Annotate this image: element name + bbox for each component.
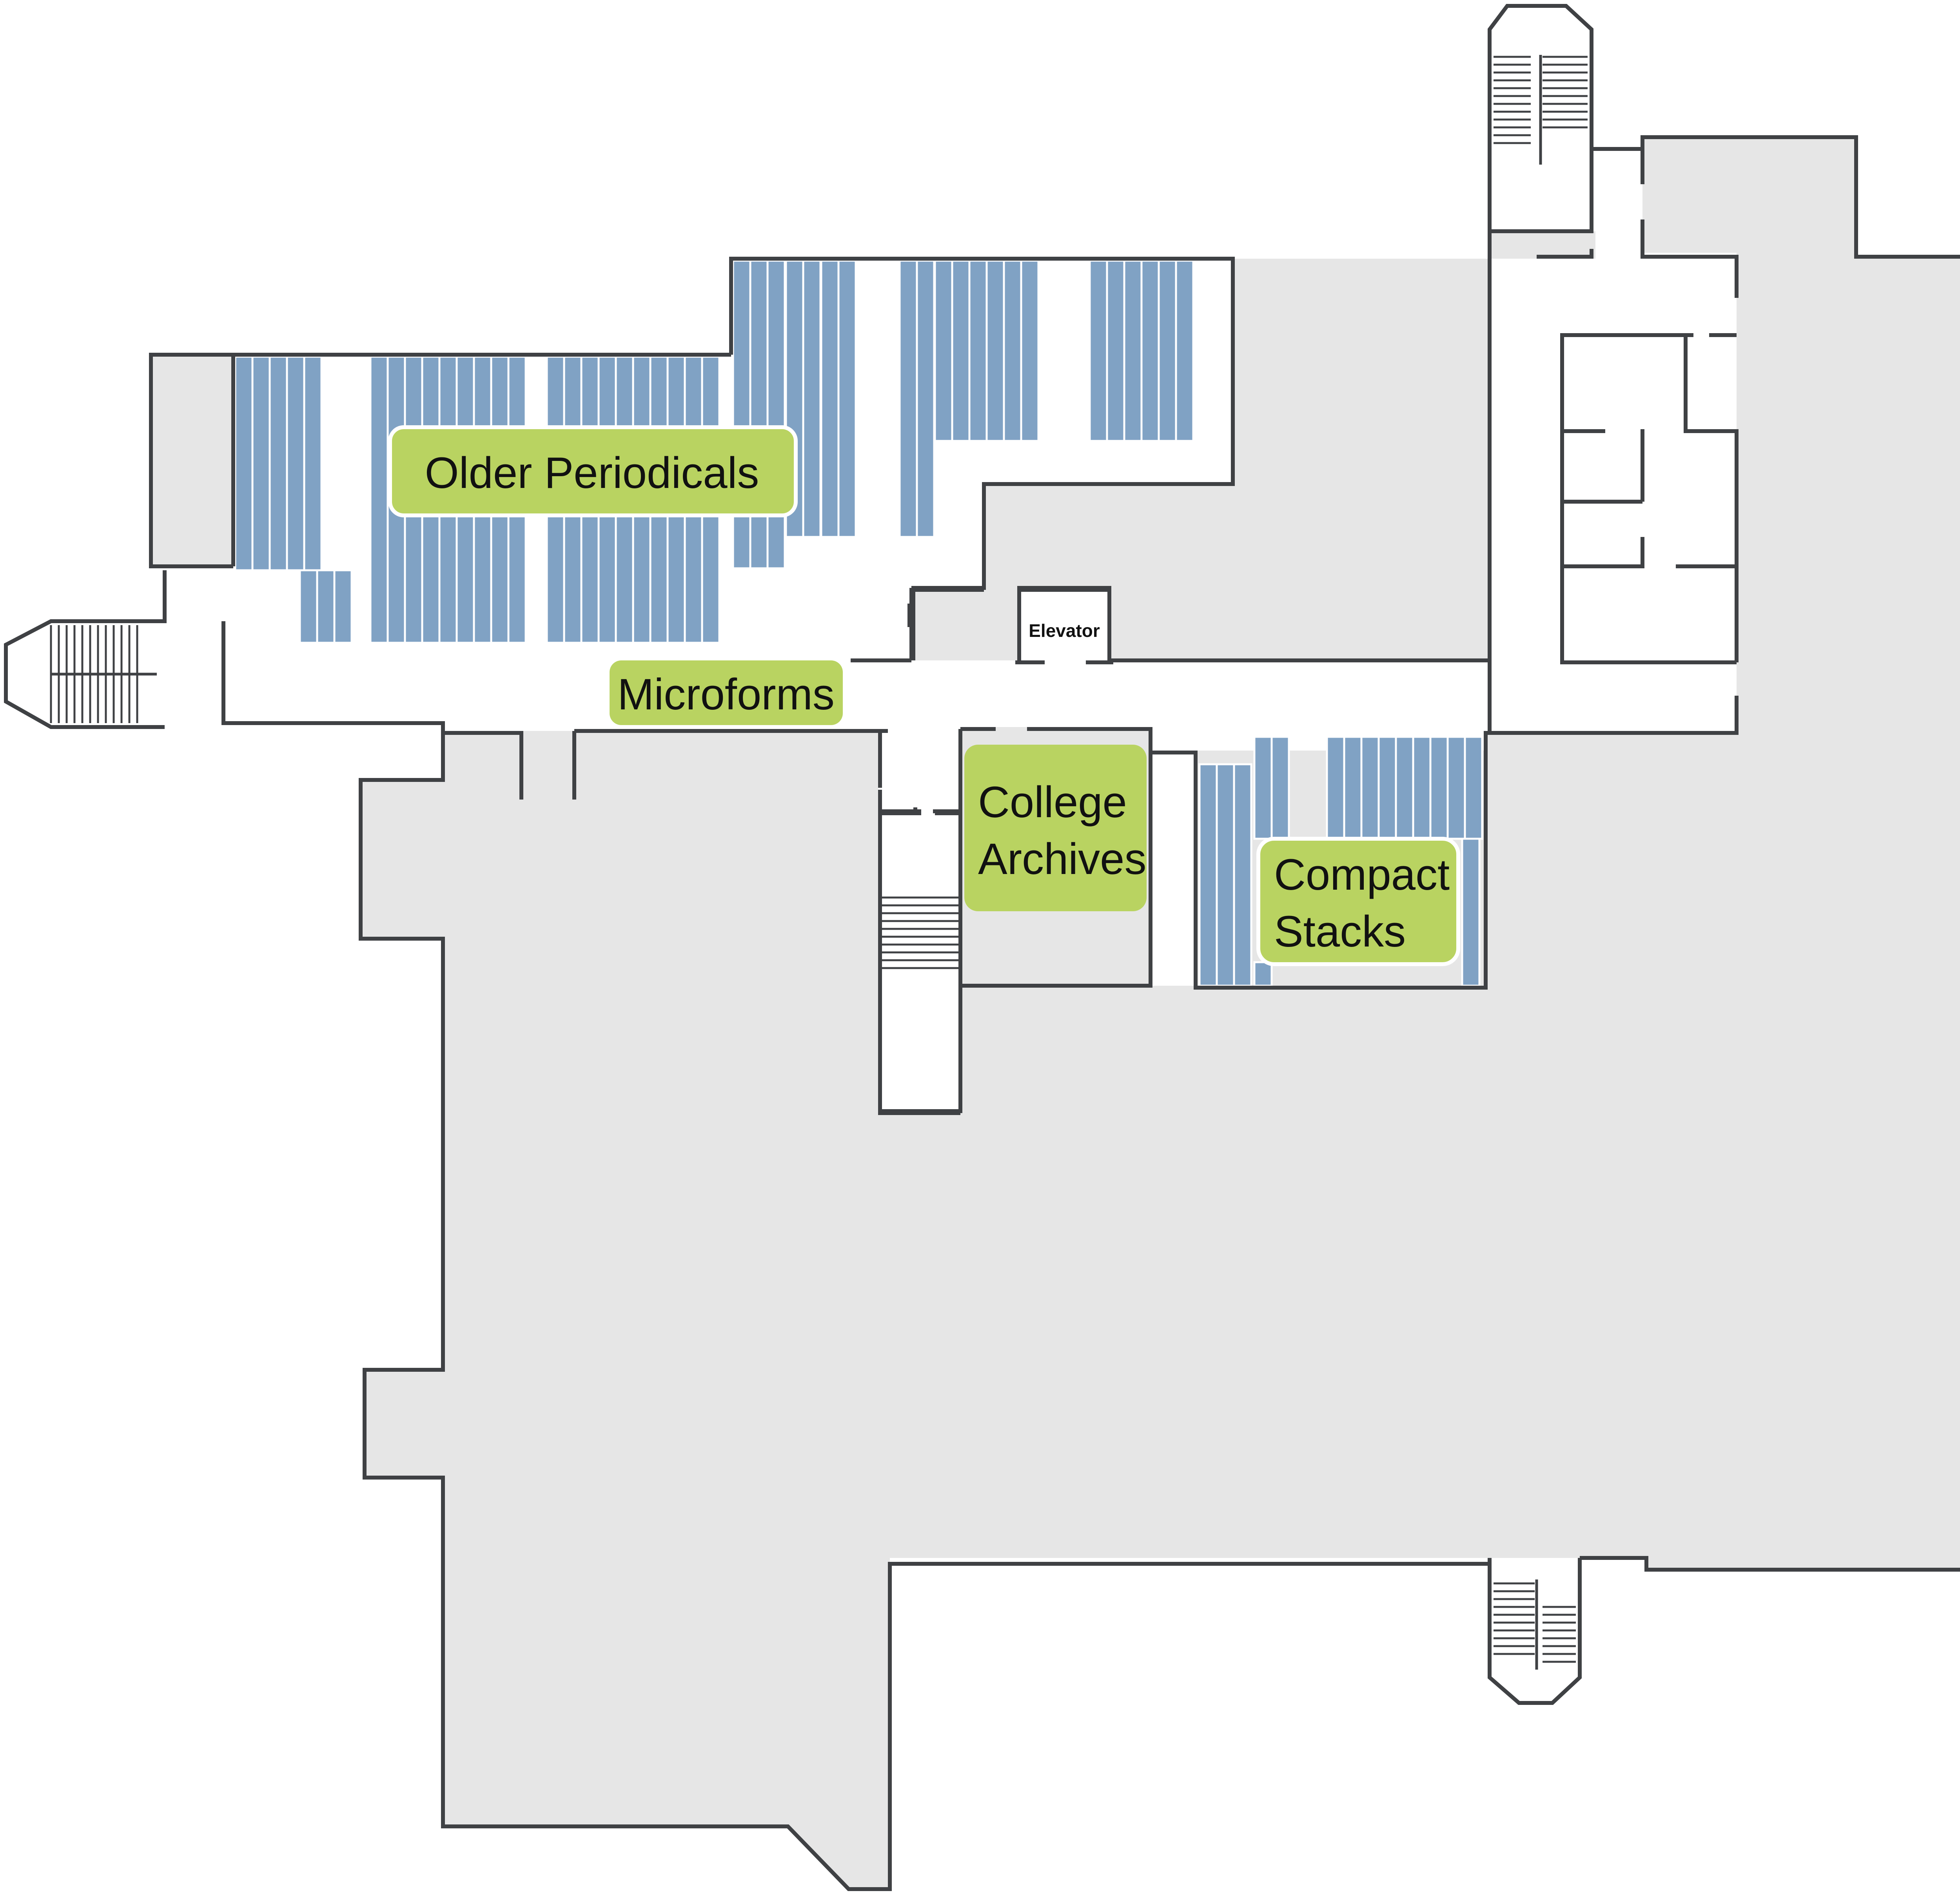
shelf-unit bbox=[1429, 736, 1449, 840]
shelf-unit bbox=[234, 355, 254, 571]
upper-right-strip bbox=[1490, 231, 1595, 259]
walls bbox=[4, 4, 1960, 1891]
older-periodicals-label: Older Periodicals bbox=[388, 425, 798, 517]
shelf-unit bbox=[934, 259, 953, 442]
shelf-unit bbox=[820, 259, 840, 538]
college-archives-label: College Archives bbox=[964, 745, 1147, 911]
shelf-unit bbox=[1003, 259, 1022, 442]
shelf-unit bbox=[1233, 763, 1252, 987]
shelf-unit bbox=[1360, 736, 1380, 840]
shelf-unit bbox=[1464, 736, 1483, 840]
shelf-unit bbox=[333, 569, 353, 644]
stairs-archives bbox=[882, 896, 958, 969]
shelf-unit bbox=[1175, 259, 1194, 442]
svg-text:Older Periodicals: Older Periodicals bbox=[425, 448, 759, 497]
shelf-unit bbox=[1158, 259, 1177, 442]
shelf-unit bbox=[316, 569, 336, 644]
shelf-unit bbox=[1123, 259, 1143, 442]
shelf-unit bbox=[303, 355, 323, 571]
shelf-unit bbox=[1446, 736, 1466, 840]
shelf-unit bbox=[985, 259, 1005, 442]
shelf-unit bbox=[1020, 259, 1040, 442]
shelf-unit bbox=[1216, 763, 1235, 987]
shelf-unit bbox=[749, 259, 769, 569]
left-storage-room bbox=[151, 355, 233, 566]
elevator bbox=[1015, 588, 1113, 664]
shelf-unit bbox=[732, 259, 751, 569]
shelf-unit bbox=[1106, 259, 1125, 442]
shelf-unit bbox=[1253, 961, 1273, 987]
stairs-left bbox=[50, 625, 157, 723]
microforms-label: Microforms bbox=[610, 660, 843, 725]
shelf-unit bbox=[1089, 259, 1108, 442]
shelf-unit bbox=[1140, 259, 1160, 442]
upper-right-gray-area bbox=[913, 259, 1490, 660]
svg-text:College: College bbox=[978, 778, 1127, 827]
elevator-label: Elevator bbox=[1029, 620, 1100, 641]
shelf-unit bbox=[251, 355, 271, 571]
shelf-unit bbox=[1270, 736, 1290, 840]
svg-text:Microforms: Microforms bbox=[617, 670, 835, 719]
main-floor-area bbox=[361, 137, 1960, 1889]
shelf-unit bbox=[1412, 736, 1432, 840]
shelf-unit bbox=[968, 259, 988, 442]
stairs-top bbox=[1494, 55, 1588, 165]
shelf-unit bbox=[1253, 736, 1273, 840]
svg-text:Stacks: Stacks bbox=[1274, 907, 1406, 956]
shelf-unit bbox=[1343, 736, 1363, 840]
shelf-unit bbox=[1326, 736, 1345, 840]
shelf-unit bbox=[299, 569, 318, 644]
svg-text:Compact: Compact bbox=[1274, 850, 1450, 899]
older-periodicals-shelving bbox=[234, 259, 1194, 644]
shelf-unit bbox=[951, 259, 971, 442]
shelf-unit bbox=[898, 259, 918, 538]
shelf-unit bbox=[1395, 736, 1414, 840]
stairs-bottom bbox=[1494, 1579, 1576, 1670]
shelf-unit bbox=[369, 355, 389, 644]
shelf-unit bbox=[1461, 838, 1481, 987]
archives-stairwell bbox=[880, 813, 960, 1111]
shelf-unit bbox=[1377, 736, 1397, 840]
compact-stacks-label: Compact Stacks bbox=[1256, 837, 1460, 966]
shelf-unit bbox=[837, 259, 857, 538]
shelf-unit bbox=[802, 259, 822, 538]
svg-text:Archives: Archives bbox=[978, 834, 1146, 883]
shelf-unit bbox=[269, 355, 288, 571]
shelf-unit bbox=[766, 259, 786, 569]
shelf-unit bbox=[1198, 763, 1218, 987]
shelf-unit bbox=[916, 259, 935, 538]
shelf-unit bbox=[286, 355, 305, 571]
